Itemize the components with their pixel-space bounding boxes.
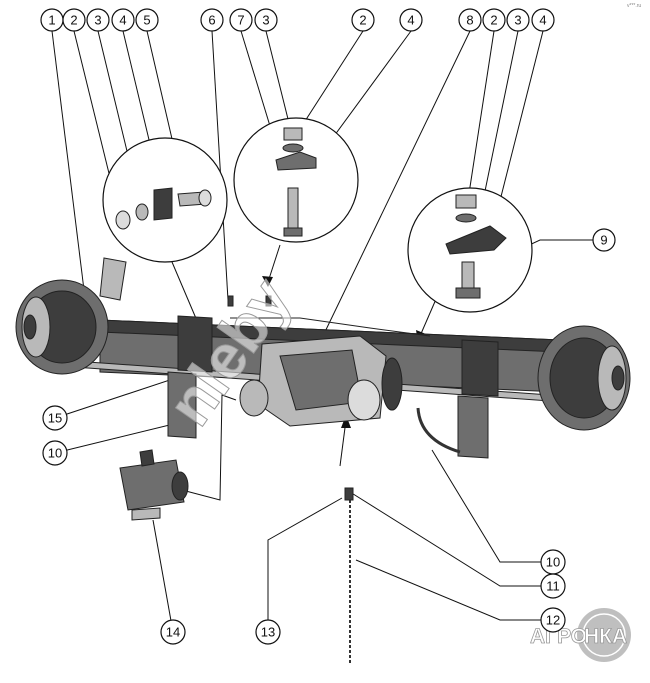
svg-text:2: 2	[70, 13, 77, 28]
svg-text:4: 4	[539, 13, 546, 28]
svg-text:4: 4	[119, 13, 126, 28]
svg-text:3: 3	[262, 13, 269, 28]
svg-text:10: 10	[48, 446, 62, 461]
svg-text:13: 13	[261, 625, 275, 640]
svg-text:9: 9	[600, 233, 607, 248]
callout-1: 1	[40, 8, 64, 32]
callout-10: 10	[42, 440, 68, 466]
detail-circle-left	[102, 137, 228, 263]
svg-text:3: 3	[514, 13, 521, 28]
svg-text:3: 3	[94, 13, 101, 28]
svg-text:8: 8	[466, 13, 473, 28]
callout-14: 14	[160, 619, 186, 645]
callout-2: 2	[351, 8, 375, 32]
callout-5: 5	[135, 8, 159, 32]
callout-2: 2	[482, 8, 506, 32]
svg-text:7: 7	[237, 13, 244, 28]
callout-6: 6	[200, 8, 224, 32]
callout-3: 3	[254, 8, 278, 32]
callout-8: 8	[458, 8, 482, 32]
svg-text:6: 6	[208, 13, 215, 28]
detail-circle-right	[407, 187, 533, 313]
callout-9: 9	[592, 228, 616, 252]
arrowhead-icon	[262, 276, 273, 287]
axle-illustration	[15, 257, 631, 665]
callout-11: 11	[540, 573, 566, 599]
callout-12: 12	[540, 607, 566, 633]
callout-7: 7	[229, 8, 253, 32]
svg-text:11: 11	[546, 579, 560, 594]
callout-15: 15	[42, 405, 68, 431]
svg-text:14: 14	[166, 625, 180, 640]
svg-text:1: 1	[48, 13, 55, 28]
svg-text:4: 4	[407, 13, 414, 28]
callout-13: 13	[255, 619, 281, 645]
logo-text-right: НКА	[584, 625, 627, 648]
detail-circle-top	[233, 117, 359, 243]
svg-text:15: 15	[48, 411, 62, 426]
logo-text-left: АГРО	[530, 625, 587, 648]
callout-3: 3	[86, 8, 110, 32]
agro-logo: АГРО НКА	[530, 608, 631, 662]
svg-text:2: 2	[359, 13, 366, 28]
callout-4: 4	[111, 8, 135, 32]
callout-4: 4	[531, 8, 555, 32]
corner-mark: v***.ru	[627, 3, 641, 9]
svg-text:10: 10	[546, 555, 560, 570]
svg-text:5: 5	[143, 13, 150, 28]
callout-3: 3	[506, 8, 530, 32]
callout-4: 4	[399, 8, 423, 32]
callout-2: 2	[62, 8, 86, 32]
callout-10: 10	[540, 549, 566, 575]
svg-text:12: 12	[546, 613, 560, 628]
svg-text:2: 2	[490, 13, 497, 28]
